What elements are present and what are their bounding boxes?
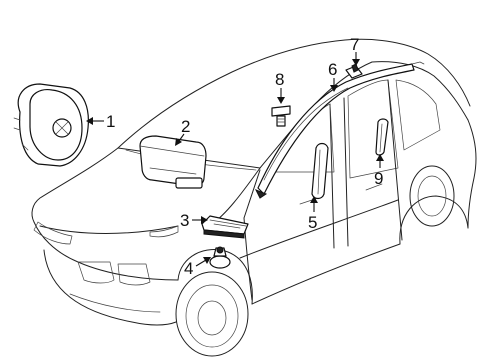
callout-label-4: 4 [184, 259, 193, 278]
curtain-airbag-bracket [345, 63, 363, 79]
callout-9: 9 [374, 154, 384, 188]
callout-7: 7 [350, 35, 360, 66]
callout-5: 5 [308, 196, 318, 232]
callouts: 1 2 3 4 5 6 [86, 35, 384, 278]
callout-4: 4 [184, 257, 211, 278]
callout-3: 3 [180, 211, 208, 230]
callout-label-5: 5 [308, 213, 317, 232]
callout-label-7: 7 [350, 35, 359, 54]
side-airbag [311, 142, 329, 200]
passenger-airbag-module [139, 135, 207, 189]
callout-2: 2 [175, 117, 190, 146]
callout-1: 1 [86, 112, 115, 131]
airbag-control-module [201, 215, 249, 239]
curtain-airbag [254, 61, 425, 199]
callout-label-8: 8 [275, 70, 284, 89]
rear-side-airbag [375, 118, 389, 156]
impact-sensor [209, 246, 231, 269]
vehicle-outline [31, 38, 477, 357]
callout-8: 8 [275, 70, 285, 104]
callout-6: 6 [328, 60, 338, 92]
callout-label-6: 6 [328, 60, 337, 79]
callout-label-1: 1 [106, 112, 115, 131]
callout-label-3: 3 [180, 211, 189, 230]
callout-label-9: 9 [374, 169, 383, 188]
callout-label-2: 2 [181, 117, 190, 136]
mounting-bolt [271, 105, 291, 127]
driver-airbag-module [13, 83, 89, 167]
